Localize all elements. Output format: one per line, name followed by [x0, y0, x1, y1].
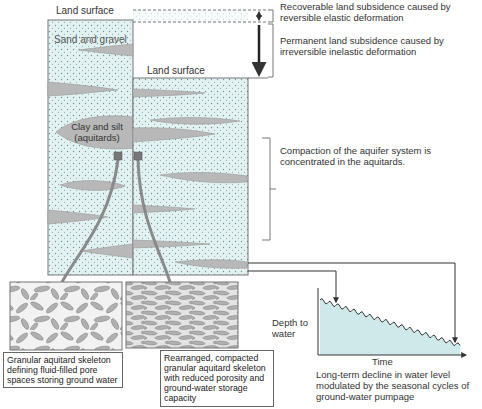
bracket [262, 138, 276, 240]
annotation: Compaction of the aquifer system is conc… [280, 146, 450, 168]
former-surface-line [133, 10, 268, 11]
aquifer-column-after: Land surface [133, 78, 248, 275]
clay-lens [133, 89, 205, 97]
bracket [268, 10, 273, 22]
clay-lenses [133, 89, 247, 268]
clay-lens [150, 117, 240, 124]
clay-lens [133, 240, 210, 248]
axis-label: Time [372, 357, 432, 368]
clay-lens [78, 44, 133, 56]
surface-label: Land surface [56, 5, 114, 17]
clay-lens [133, 128, 215, 142]
hydrograph-line [320, 299, 460, 346]
elastic-arrow [259, 12, 260, 20]
clay-lens [48, 82, 118, 96]
axis-label: Depth to water [272, 318, 316, 340]
aquifer-column-before: Land surfaceSand and gravelClay and silt… [48, 20, 133, 275]
leader-line [138, 160, 170, 282]
caption-text: Rearranged, compacted granular aquitard … [164, 353, 270, 404]
former-surface-line [133, 22, 268, 23]
clay-lens [56, 116, 133, 149]
leader-line [62, 160, 118, 282]
hydrograph-area [320, 299, 460, 355]
annotation: Recoverable land subsidence caused by re… [280, 2, 480, 24]
sample-square [134, 152, 142, 160]
annotation: Permanent land subsidence caused by irre… [280, 36, 480, 58]
grain-skeleton [10, 282, 122, 350]
surface-extension [248, 78, 268, 79]
caption-box: Granular aquitard skeleton defining flui… [3, 352, 123, 388]
surface-label: Land surface [147, 65, 205, 77]
bracket [268, 24, 273, 77]
recoverable-band [133, 10, 248, 22]
clay-lens [175, 260, 247, 269]
caption-text: Long-term decline in water level modulat… [316, 370, 482, 403]
clay-lens [160, 172, 247, 182]
grain-skeleton [126, 282, 238, 348]
axis [318, 355, 466, 356]
aquifer-column [133, 78, 248, 275]
layer-label: Sand and gravel [54, 34, 127, 46]
caption-box: Rearranged, compacted granular aquitard … [160, 350, 274, 407]
caption-text: Granular aquitard skeleton defining flui… [7, 355, 119, 385]
clay-lens [80, 244, 133, 258]
sample-square [114, 152, 122, 160]
layer-label: Clay and silt (aquitards) [60, 122, 134, 144]
clay-lenses [48, 44, 133, 258]
axis [318, 288, 319, 355]
subsidence-arrow [258, 25, 261, 74]
level-pointer [248, 271, 336, 302]
